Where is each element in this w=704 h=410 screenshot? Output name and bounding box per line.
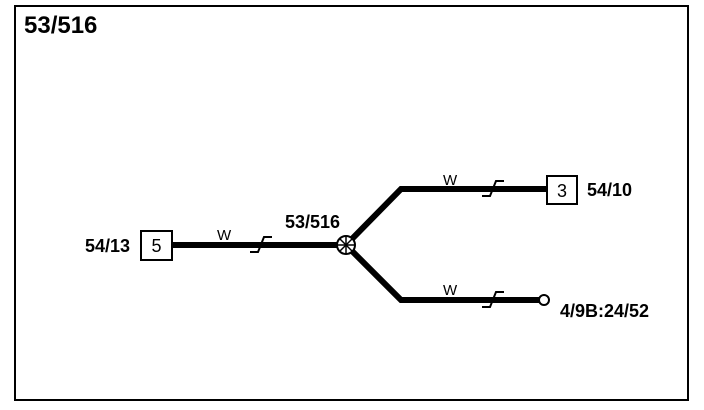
splice-label: 53/516 xyxy=(285,212,340,232)
diagram-title: 53/516 xyxy=(24,12,97,39)
terminal-open-icon xyxy=(538,294,550,306)
wire-top-branch xyxy=(343,186,546,248)
diagram-frame xyxy=(14,5,689,401)
wire-color-top: W xyxy=(443,172,458,189)
wire-break-mark-top xyxy=(482,180,504,197)
wire-color-left: W xyxy=(217,227,232,244)
connector-top-right-pin-box xyxy=(546,175,578,205)
wire-break-mark-left xyxy=(250,236,272,253)
connector-left-name: 54/13 xyxy=(85,236,130,256)
connector-bottom-right-name: 4/9B:24/52 xyxy=(560,301,649,321)
wire-break-mark-bottom xyxy=(482,291,504,308)
splice-icon xyxy=(336,235,356,255)
connector-left-pin-box xyxy=(140,230,173,261)
connector-top-right-name: 54/10 xyxy=(587,180,632,200)
connector-left-pin: 5 xyxy=(151,236,161,256)
wire-color-bottom: W xyxy=(443,282,458,299)
connector-top-right-pin: 3 xyxy=(557,181,567,201)
